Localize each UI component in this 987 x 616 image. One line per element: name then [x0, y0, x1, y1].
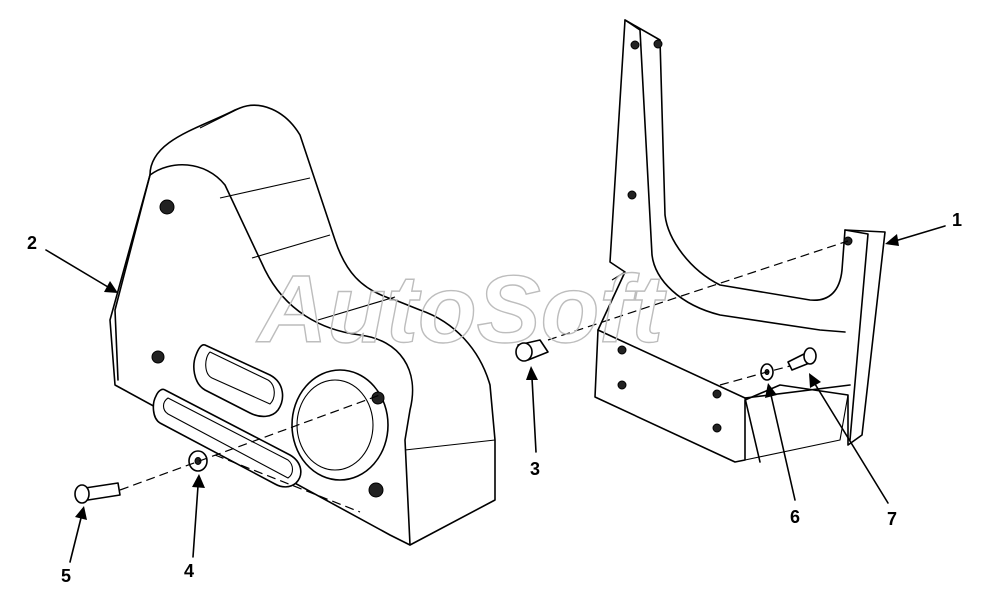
- watermark: AutoSoft: [256, 256, 667, 363]
- spacer-bushing: [515, 339, 549, 362]
- callout-1: 1: [952, 210, 962, 230]
- belt-guard-cover: [109, 104, 496, 546]
- assembly-centerlines: [119, 240, 849, 513]
- callout-2: 2: [27, 233, 37, 253]
- callout-4: 4: [184, 561, 194, 581]
- callout-7: 7: [887, 509, 897, 529]
- leader-lines: [45, 225, 946, 563]
- callout-3: 3: [530, 459, 540, 479]
- mounting-bracket: [594, 19, 886, 463]
- washer-left: [188, 450, 208, 472]
- bolt-right: [787, 347, 817, 371]
- callout-5: 5: [61, 566, 71, 586]
- bolt-left: [74, 482, 121, 504]
- callout-6: 6: [790, 507, 800, 527]
